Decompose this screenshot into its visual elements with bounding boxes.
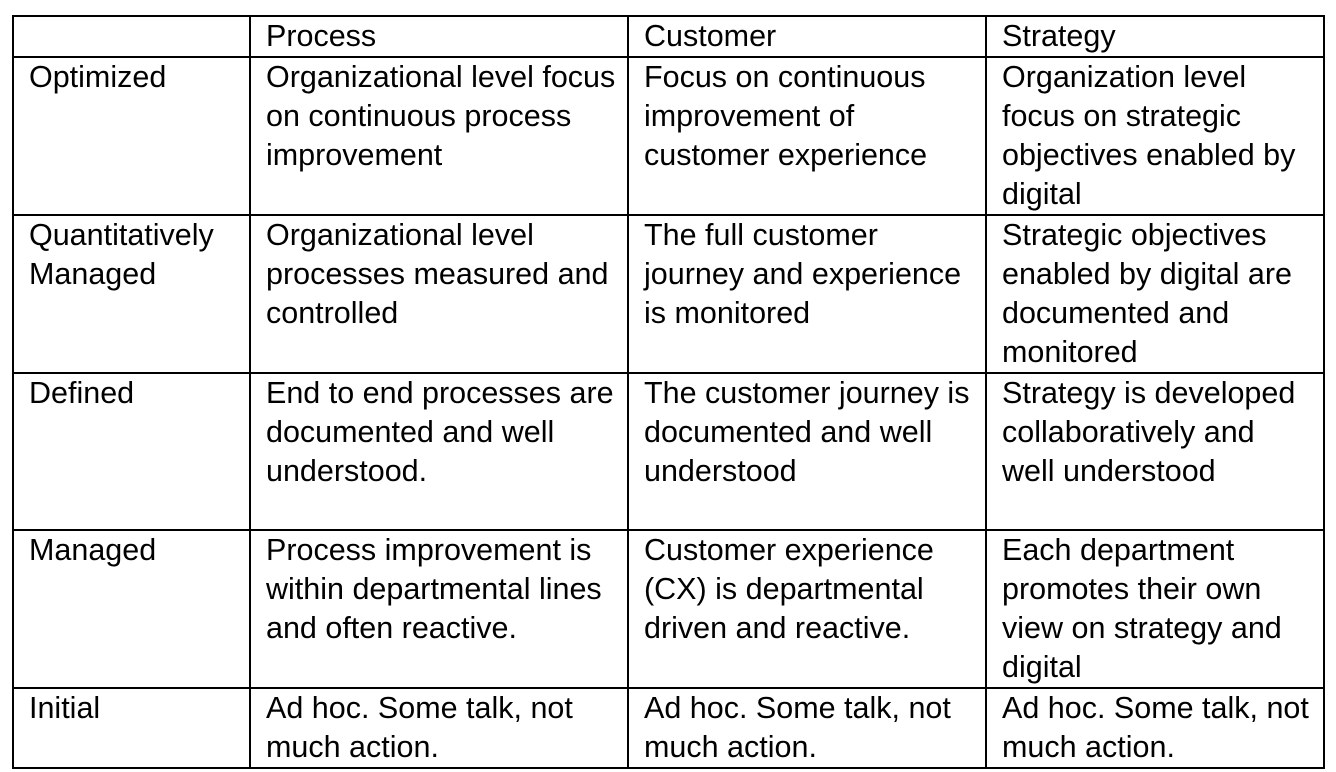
process-cell: End to end processes are documented and … xyxy=(249,372,629,531)
strategy-cell: Each department promotes their own view … xyxy=(985,529,1325,689)
table-row: Quantitatively Managed Organizational le… xyxy=(12,214,1325,374)
level-cell: Quantitatively Managed xyxy=(12,214,251,374)
level-cell: Initial xyxy=(12,687,251,769)
table-row: Optimized Organizational level focus on … xyxy=(12,56,1325,216)
header-cell-process: Process xyxy=(249,15,629,58)
header-cell-empty xyxy=(12,15,251,58)
table-row: Managed Process improvement is within de… xyxy=(12,529,1325,689)
process-cell: Process improvement is within department… xyxy=(249,529,629,689)
header-cell-customer: Customer xyxy=(627,15,987,58)
strategy-cell: Organization level focus on strategic ob… xyxy=(985,56,1325,216)
customer-cell: The full customer journey and experience… xyxy=(627,214,987,374)
table-row: Defined End to end processes are documen… xyxy=(12,372,1325,531)
strategy-cell: Strategic objectives enabled by digital … xyxy=(985,214,1325,374)
strategy-cell: Ad hoc. Some talk, not much action. xyxy=(985,687,1325,769)
process-cell: Organizational level processes measured … xyxy=(249,214,629,374)
customer-cell: Ad hoc. Some talk, not much action. xyxy=(627,687,987,769)
level-cell: Defined xyxy=(12,372,251,531)
level-cell: Managed xyxy=(12,529,251,689)
process-cell: Ad hoc. Some talk, not much action. xyxy=(249,687,629,769)
process-cell: Organizational level focus on continuous… xyxy=(249,56,629,216)
table-header-row: Process Customer Strategy xyxy=(12,15,1325,58)
table-row: Initial Ad hoc. Some talk, not much acti… xyxy=(12,687,1325,769)
customer-cell: Focus on continuous improvement of custo… xyxy=(627,56,987,216)
strategy-cell: Strategy is developed collaboratively an… xyxy=(985,372,1325,531)
maturity-model-table: Process Customer Strategy Optimized Orga… xyxy=(12,15,1325,769)
level-cell: Optimized xyxy=(12,56,251,216)
customer-cell: The customer journey is documented and w… xyxy=(627,372,987,531)
header-cell-strategy: Strategy xyxy=(985,15,1325,58)
customer-cell: Customer experience (CX) is departmental… xyxy=(627,529,987,689)
